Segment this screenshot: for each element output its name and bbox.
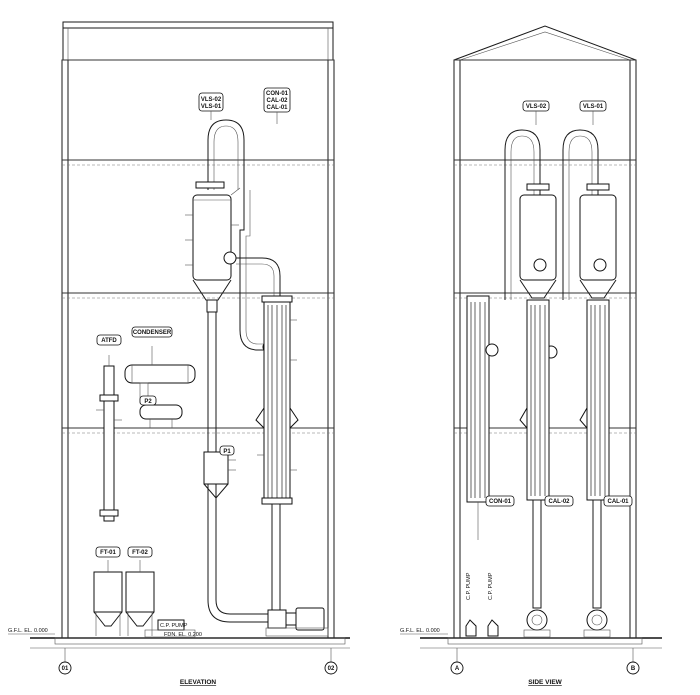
side-tag-cal02-label: CAL-02 xyxy=(548,499,570,505)
side-calandria-02 xyxy=(519,299,550,609)
side-tag-cal02: CAL-02 xyxy=(544,495,574,507)
tag-con-elevation: CON-01 CAL-02 CAL-01 xyxy=(263,87,291,124)
tag-atfd: ATFD xyxy=(96,334,122,346)
side-view-roof xyxy=(453,25,637,61)
side-tag-vls02: VLS-02 xyxy=(522,100,550,125)
fdn-level-label: FDN. EL. 0.200 xyxy=(164,632,202,638)
grid-bubble-02 xyxy=(324,661,338,675)
side-view-ground xyxy=(420,637,662,649)
side-condenser xyxy=(466,295,499,540)
tag-condenser-label: CONDENSER xyxy=(133,330,172,336)
side-tag-cal01-label: CAL-01 xyxy=(607,499,629,505)
grid-label-b: B xyxy=(631,666,636,672)
tag-atfd-label: ATFD xyxy=(101,338,117,344)
receiver-p2 xyxy=(139,404,183,428)
circulation-pump-elevation xyxy=(265,607,329,637)
tag-p1: P1 xyxy=(219,445,235,456)
tag-p2: P2 xyxy=(139,395,157,406)
side-gfl-label: G.F.L. EL. 0.000 xyxy=(400,628,440,634)
calandria xyxy=(255,295,299,613)
tag-p2-label: P2 xyxy=(144,399,152,405)
tag-condenser: CONDENSER xyxy=(131,326,173,338)
elevation-roof xyxy=(62,21,334,60)
side-column-right xyxy=(629,59,637,639)
tag-cal-01-label: CAL-01 xyxy=(266,105,288,111)
grid-bubble-a xyxy=(450,661,464,675)
grid-bubble-01 xyxy=(58,661,72,675)
elevation-view: VLS-02 VLS-01 CON-01 CAL-02 CAL-01 ATFD … xyxy=(8,21,350,686)
elevation-pump-label: C.P. PUMP xyxy=(160,623,188,629)
side-pump-label-1: C.P. PUMP xyxy=(466,572,472,600)
tag-p1-label: P1 xyxy=(223,449,231,455)
feed-tanks xyxy=(93,560,196,638)
vessel-p1 xyxy=(203,451,236,499)
side-pump-label-2: C.P. PUMP xyxy=(488,572,494,600)
grid-label-a: A xyxy=(455,666,460,672)
tag-vls-01-label: VLS-01 xyxy=(201,104,222,110)
tag-ft-02-label: FT-02 xyxy=(132,550,148,556)
vls-separator xyxy=(185,119,245,313)
side-column-left xyxy=(453,59,461,639)
atfd-unit xyxy=(96,355,122,522)
side-tag-vls02-label: VLS-02 xyxy=(526,104,547,110)
tag-vls-elevation: VLS-02 VLS-01 xyxy=(198,92,224,120)
grid-label-02: 02 xyxy=(328,666,335,672)
elevation-title: ELEVATION xyxy=(180,679,217,686)
side-view-title: SIDE VIEW xyxy=(528,679,562,686)
tag-con-01-label: CON-01 xyxy=(266,91,289,97)
side-tag-con01-label: CON-01 xyxy=(489,499,512,505)
elevation-ground xyxy=(30,637,350,649)
elevation-gfl-label: G.F.L. EL. 0.000 xyxy=(8,628,48,634)
condenser-unit xyxy=(124,346,196,404)
grid-label-01: 01 xyxy=(62,666,69,672)
tag-ft-01-label: FT-01 xyxy=(100,550,116,556)
tag-cal-02-label: CAL-02 xyxy=(266,98,288,104)
side-view: VLS-02 VLS-01 CON-01 CAL-02 CAL-01 C.P. … xyxy=(400,25,662,686)
side-tag-vls01: VLS-01 xyxy=(579,100,607,125)
side-pumps xyxy=(465,609,611,638)
tag-vls-02-label: VLS-02 xyxy=(201,97,222,103)
grid-bubble-b xyxy=(626,661,640,675)
side-tag-con01: CON-01 xyxy=(485,495,515,507)
side-tag-cal01: CAL-01 xyxy=(603,495,633,507)
tag-ft: FT-01 FT-02 xyxy=(95,546,153,558)
side-tag-vls01-label: VLS-01 xyxy=(583,104,604,110)
side-separator-01 xyxy=(562,129,617,300)
side-calandria-01 xyxy=(579,299,610,609)
